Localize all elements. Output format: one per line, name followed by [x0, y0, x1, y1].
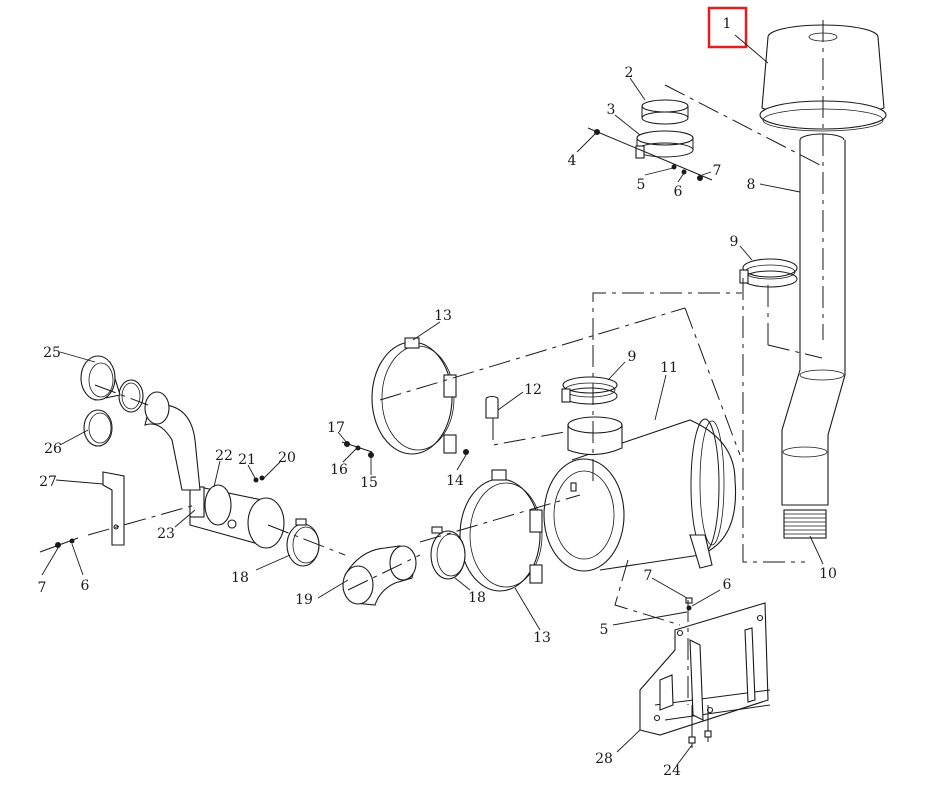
callout-26[interactable]: 26: [44, 441, 62, 457]
part-18-clamp-right[interactable]: [430, 526, 466, 580]
callout-25[interactable]: 25: [43, 345, 61, 361]
callout-28[interactable]: 28: [595, 751, 613, 767]
callout-2[interactable]: 2: [625, 65, 634, 81]
assembly-centerlines: [87, 20, 824, 705]
callout-23[interactable]: 23: [157, 526, 175, 542]
leader-lines: [41, 34, 824, 766]
part-2-clamp-ring[interactable]: [641, 99, 689, 125]
callout-labels: 1 2 3 4 5 6 7 8 9 10 9 11 12 13 13 14 15…: [38, 16, 837, 779]
fastener-set-bracket[interactable]: [685, 597, 693, 611]
part-28-mounting-bracket[interactable]: [639, 602, 771, 736]
callout-16[interactable]: 16: [330, 462, 348, 478]
callout-17[interactable]: 17: [327, 420, 345, 436]
callout-4[interactable]: 4: [568, 153, 577, 169]
callout-19[interactable]: 19: [295, 592, 313, 608]
part-24-bolts[interactable]: [688, 705, 712, 748]
callout-9-upper[interactable]: 9: [730, 234, 739, 250]
callout-22[interactable]: 22: [215, 448, 233, 464]
callout-5-bracket[interactable]: 5: [600, 622, 609, 638]
fastener-set-20-21[interactable]: [253, 475, 265, 483]
callout-7-bracket[interactable]: 7: [644, 568, 653, 584]
callout-8[interactable]: 8: [747, 177, 756, 193]
callout-12[interactable]: 12: [524, 382, 542, 398]
callout-18-left[interactable]: 18: [231, 570, 249, 586]
fastener-set-upper[interactable]: [587, 127, 713, 181]
part-12-pin[interactable]: [485, 395, 499, 419]
callout-7-lower-left[interactable]: 7: [38, 580, 47, 596]
part-9-clamp-lower[interactable]: [561, 376, 618, 405]
callout-13-lower[interactable]: 13: [533, 630, 551, 646]
callout-10[interactable]: 10: [819, 566, 837, 582]
callout-14[interactable]: 14: [446, 473, 464, 489]
part-13-mounting-band-upper[interactable]: [371, 337, 457, 455]
callout-6-bracket[interactable]: 6: [723, 577, 732, 593]
part-3-clamp-band[interactable]: [635, 130, 694, 159]
part-19-elbow[interactable]: [342, 545, 417, 606]
callout-1-highlight-box: [707, 6, 748, 49]
callout-3[interactable]: 3: [607, 102, 616, 118]
callout-7[interactable]: 7: [713, 163, 722, 179]
fastener-set-lower-left[interactable]: [39, 537, 79, 553]
callout-20[interactable]: 20: [278, 450, 296, 466]
part-13-mounting-band-lower[interactable]: [459, 469, 543, 592]
callout-24[interactable]: 24: [663, 763, 681, 779]
part-intake-bend[interactable]: [118, 379, 201, 491]
part-10-hose[interactable]: [783, 509, 827, 539]
part-27-bracket[interactable]: [102, 471, 125, 546]
part-8-intake-pipe[interactable]: [781, 133, 846, 506]
callout-21[interactable]: 21: [238, 452, 256, 468]
callout-6[interactable]: 6: [674, 184, 683, 200]
callout-27[interactable]: 27: [39, 474, 57, 490]
part-22-connector[interactable]: [189, 484, 285, 549]
callout-13-upper[interactable]: 13: [434, 308, 452, 324]
part-25-pipe-stub[interactable]: [80, 355, 121, 401]
part-26-clamp[interactable]: [83, 409, 113, 447]
callout-1[interactable]: 1: [723, 16, 732, 32]
fastener-set-band[interactable]: [341, 441, 469, 458]
callout-5[interactable]: 5: [637, 177, 646, 193]
callout-11[interactable]: 11: [660, 360, 678, 376]
part-11-air-filter-housing[interactable]: [543, 416, 737, 572]
callout-18-right[interactable]: 18: [468, 590, 486, 606]
callout-15[interactable]: 15: [360, 475, 378, 491]
callout-6-lower-left[interactable]: 6: [81, 578, 90, 594]
part-18-clamp-left[interactable]: [286, 518, 320, 567]
callout-9-lower[interactable]: 9: [628, 349, 637, 365]
part-9-clamp-upper[interactable]: [739, 258, 798, 288]
